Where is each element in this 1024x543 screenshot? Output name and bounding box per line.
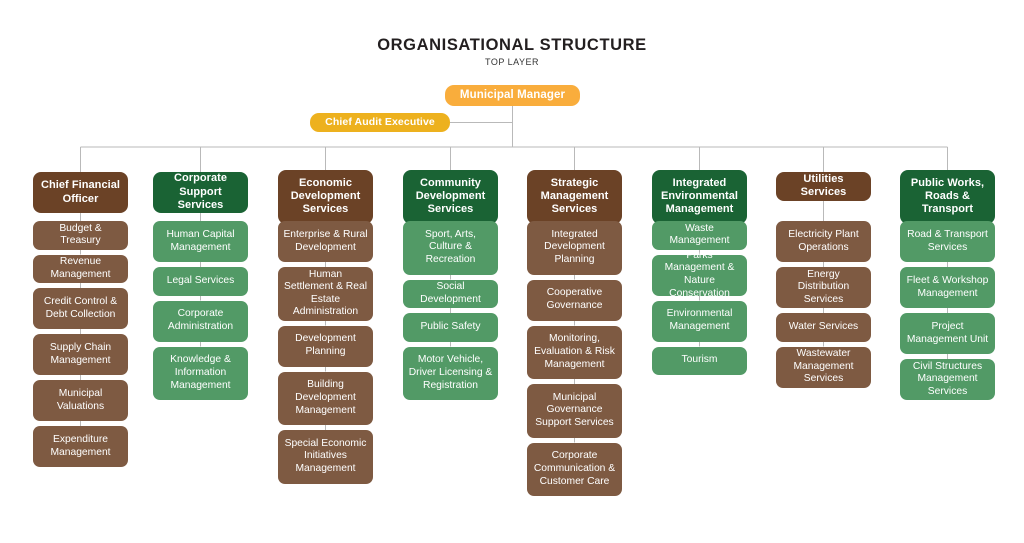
department-item-label: Waste Management (669, 222, 730, 247)
department-item-label: Supply Chain Management (49, 341, 112, 366)
department-item-label: Enterprise & Rural Development (283, 228, 368, 253)
department-item-node[interactable]: Waste Management (652, 221, 747, 250)
department-item-label: Knowledge & Information Management (170, 354, 231, 391)
department-head-label: Integrated Environmental Management (660, 176, 739, 216)
department-item-node[interactable]: Road & Transport Services (900, 221, 995, 262)
department-item-node[interactable]: Parks Management & Nature Conservation (652, 250, 747, 299)
department-item-node[interactable]: Building Development Management (278, 371, 373, 425)
department-item-node[interactable]: Integrated Development Planning (527, 221, 622, 275)
department-item-node[interactable]: Legal Services (153, 267, 248, 296)
department-item-label: Credit Control & Debt Collection (43, 295, 118, 320)
department-item-node[interactable]: Corporate Administration (153, 300, 248, 342)
department-item-node[interactable]: Credit Control & Debt Collection (33, 288, 128, 329)
department-item-label: Building Development Management (295, 379, 356, 416)
department-item-label: Municipal Governance Support Services (535, 391, 614, 429)
department-item-node[interactable]: Municipal Governance Support Services (527, 384, 622, 438)
department-head-label: Corporate Support Services (173, 172, 227, 212)
department-item-label: Motor Vehicle, Driver Licensing & Regist… (408, 354, 493, 391)
department-item-node[interactable]: Human Settlement & Real Estate Administr… (278, 267, 373, 321)
department-item-node[interactable]: Environmental Management (652, 300, 747, 342)
department-item-node[interactable]: Cooperative Governance (527, 279, 622, 321)
department-item-node[interactable]: Revenue Management (33, 254, 128, 283)
department-item-label: Expenditure Management (50, 433, 111, 458)
department-item-label: Energy Distribution Services (797, 268, 850, 305)
department-head-node[interactable]: Community Development Services (403, 170, 498, 224)
department-head-label: Public Works, Roads & Transport (910, 176, 985, 216)
department-item-label: Budget & Treasury (59, 222, 102, 247)
department-item-label: Corporate Administration (167, 308, 234, 332)
title-block: ORGANISATIONAL STRUCTURE TOP LAYER (0, 36, 1024, 67)
department-item-node[interactable]: Electricity Plant Operations (776, 221, 871, 262)
department-item-label: Monitoring, Evaluation & Risk Management (534, 333, 615, 370)
department-item-label: Revenue Management (50, 256, 111, 280)
department-item-node[interactable]: Municipal Valuations (33, 380, 128, 421)
department-item-node[interactable]: Social Development (403, 279, 498, 308)
department-item-node[interactable]: Fleet & Workshop Management (900, 267, 995, 308)
department-item-node[interactable]: Civil Structures Management Services (900, 359, 995, 400)
page-subtitle: TOP LAYER (484, 57, 540, 68)
department-item-node[interactable]: Motor Vehicle, Driver Licensing & Regist… (403, 346, 498, 400)
department-item-node[interactable]: Budget & Treasury (33, 221, 128, 250)
department-head-label: Chief Financial Officer (41, 179, 120, 205)
department-item-node[interactable]: Special Economic Initiatives Management (278, 430, 373, 484)
department-item-label: Parks Management & Nature Conservation (664, 249, 735, 299)
department-item-label: Electricity Plant Operations (788, 228, 859, 253)
department-head-node[interactable]: Chief Financial Officer (33, 172, 128, 213)
department-item-label: Legal Services (166, 274, 235, 286)
department-item-label: Human Settlement & Real Estate Administr… (284, 268, 367, 318)
department-item-node[interactable]: Human Capital Management (153, 221, 248, 262)
department-head-node[interactable]: Corporate Support Services (153, 172, 248, 213)
department-item-node[interactable]: Knowledge & Information Management (153, 346, 248, 400)
municipal-manager-label: Municipal Manager (459, 89, 566, 102)
department-item-node[interactable]: Energy Distribution Services (776, 267, 871, 308)
department-head-node[interactable]: Public Works, Roads & Transport (900, 170, 995, 224)
department-item-label: Corporate Communication & Customer Care (533, 450, 616, 487)
department-item-label: Wastewater Management Services (793, 348, 854, 385)
department-item-node[interactable]: Public Safety (403, 313, 498, 342)
department-item-node[interactable]: Sport, Arts, Culture & Recreation (403, 221, 498, 275)
department-item-node[interactable]: Monitoring, Evaluation & Risk Management (527, 325, 622, 379)
department-head-node[interactable]: Economic Development Services (278, 170, 373, 224)
department-head-label: Community Development Services (415, 176, 486, 216)
department-item-node[interactable]: Tourism (652, 346, 747, 375)
department-item-label: Development Planning (295, 333, 356, 357)
department-item-label: Social Development (420, 281, 481, 305)
department-item-label: Fleet & Workshop Management (906, 274, 989, 299)
department-item-label: Municipal Valuations (56, 387, 105, 412)
page-title: ORGANISATIONAL STRUCTURE (377, 36, 647, 54)
department-item-label: Special Economic Initiatives Management (284, 437, 367, 475)
department-head-node[interactable]: Strategic Management Services (527, 170, 622, 224)
department-item-node[interactable]: Corporate Communication & Customer Care (527, 442, 622, 496)
department-item-label: Project Management Unit (906, 320, 989, 345)
municipal-manager-node[interactable]: Municipal Manager (445, 85, 580, 106)
department-item-label: Civil Structures Management Services (912, 360, 983, 397)
department-item-node[interactable]: Supply Chain Management (33, 334, 128, 375)
department-item-node[interactable]: Water Services (776, 313, 871, 342)
department-item-label: Water Services (788, 320, 859, 332)
department-item-label: Public Safety (420, 320, 481, 332)
department-item-label: Environmental Management (666, 308, 733, 332)
department-head-label: Strategic Management Services (540, 176, 609, 216)
department-head-label: Economic Development Services (290, 176, 361, 216)
department-item-label: Cooperative Governance (546, 287, 603, 311)
department-item-label: Human Capital Management (166, 228, 235, 253)
department-item-node[interactable]: Enterprise & Rural Development (278, 221, 373, 262)
department-item-node[interactable]: Development Planning (278, 325, 373, 367)
department-head-node[interactable]: Integrated Environmental Management (652, 170, 747, 224)
department-item-label: Integrated Development Planning (544, 228, 605, 266)
department-head-node[interactable]: Utilities Services (776, 172, 871, 201)
department-head-label: Utilities Services (800, 172, 847, 199)
department-item-label: Road & Transport Services (907, 228, 988, 253)
department-item-node[interactable]: Expenditure Management (33, 426, 128, 467)
department-item-node[interactable]: Wastewater Management Services (776, 346, 871, 388)
department-item-node[interactable]: Project Management Unit (900, 313, 995, 354)
chief-audit-executive-label: Chief Audit Executive (325, 116, 435, 129)
department-item-label: Tourism (681, 354, 718, 366)
department-item-label: Sport, Arts, Culture & Recreation (425, 228, 476, 266)
chief-audit-executive-node[interactable]: Chief Audit Executive (310, 113, 450, 132)
